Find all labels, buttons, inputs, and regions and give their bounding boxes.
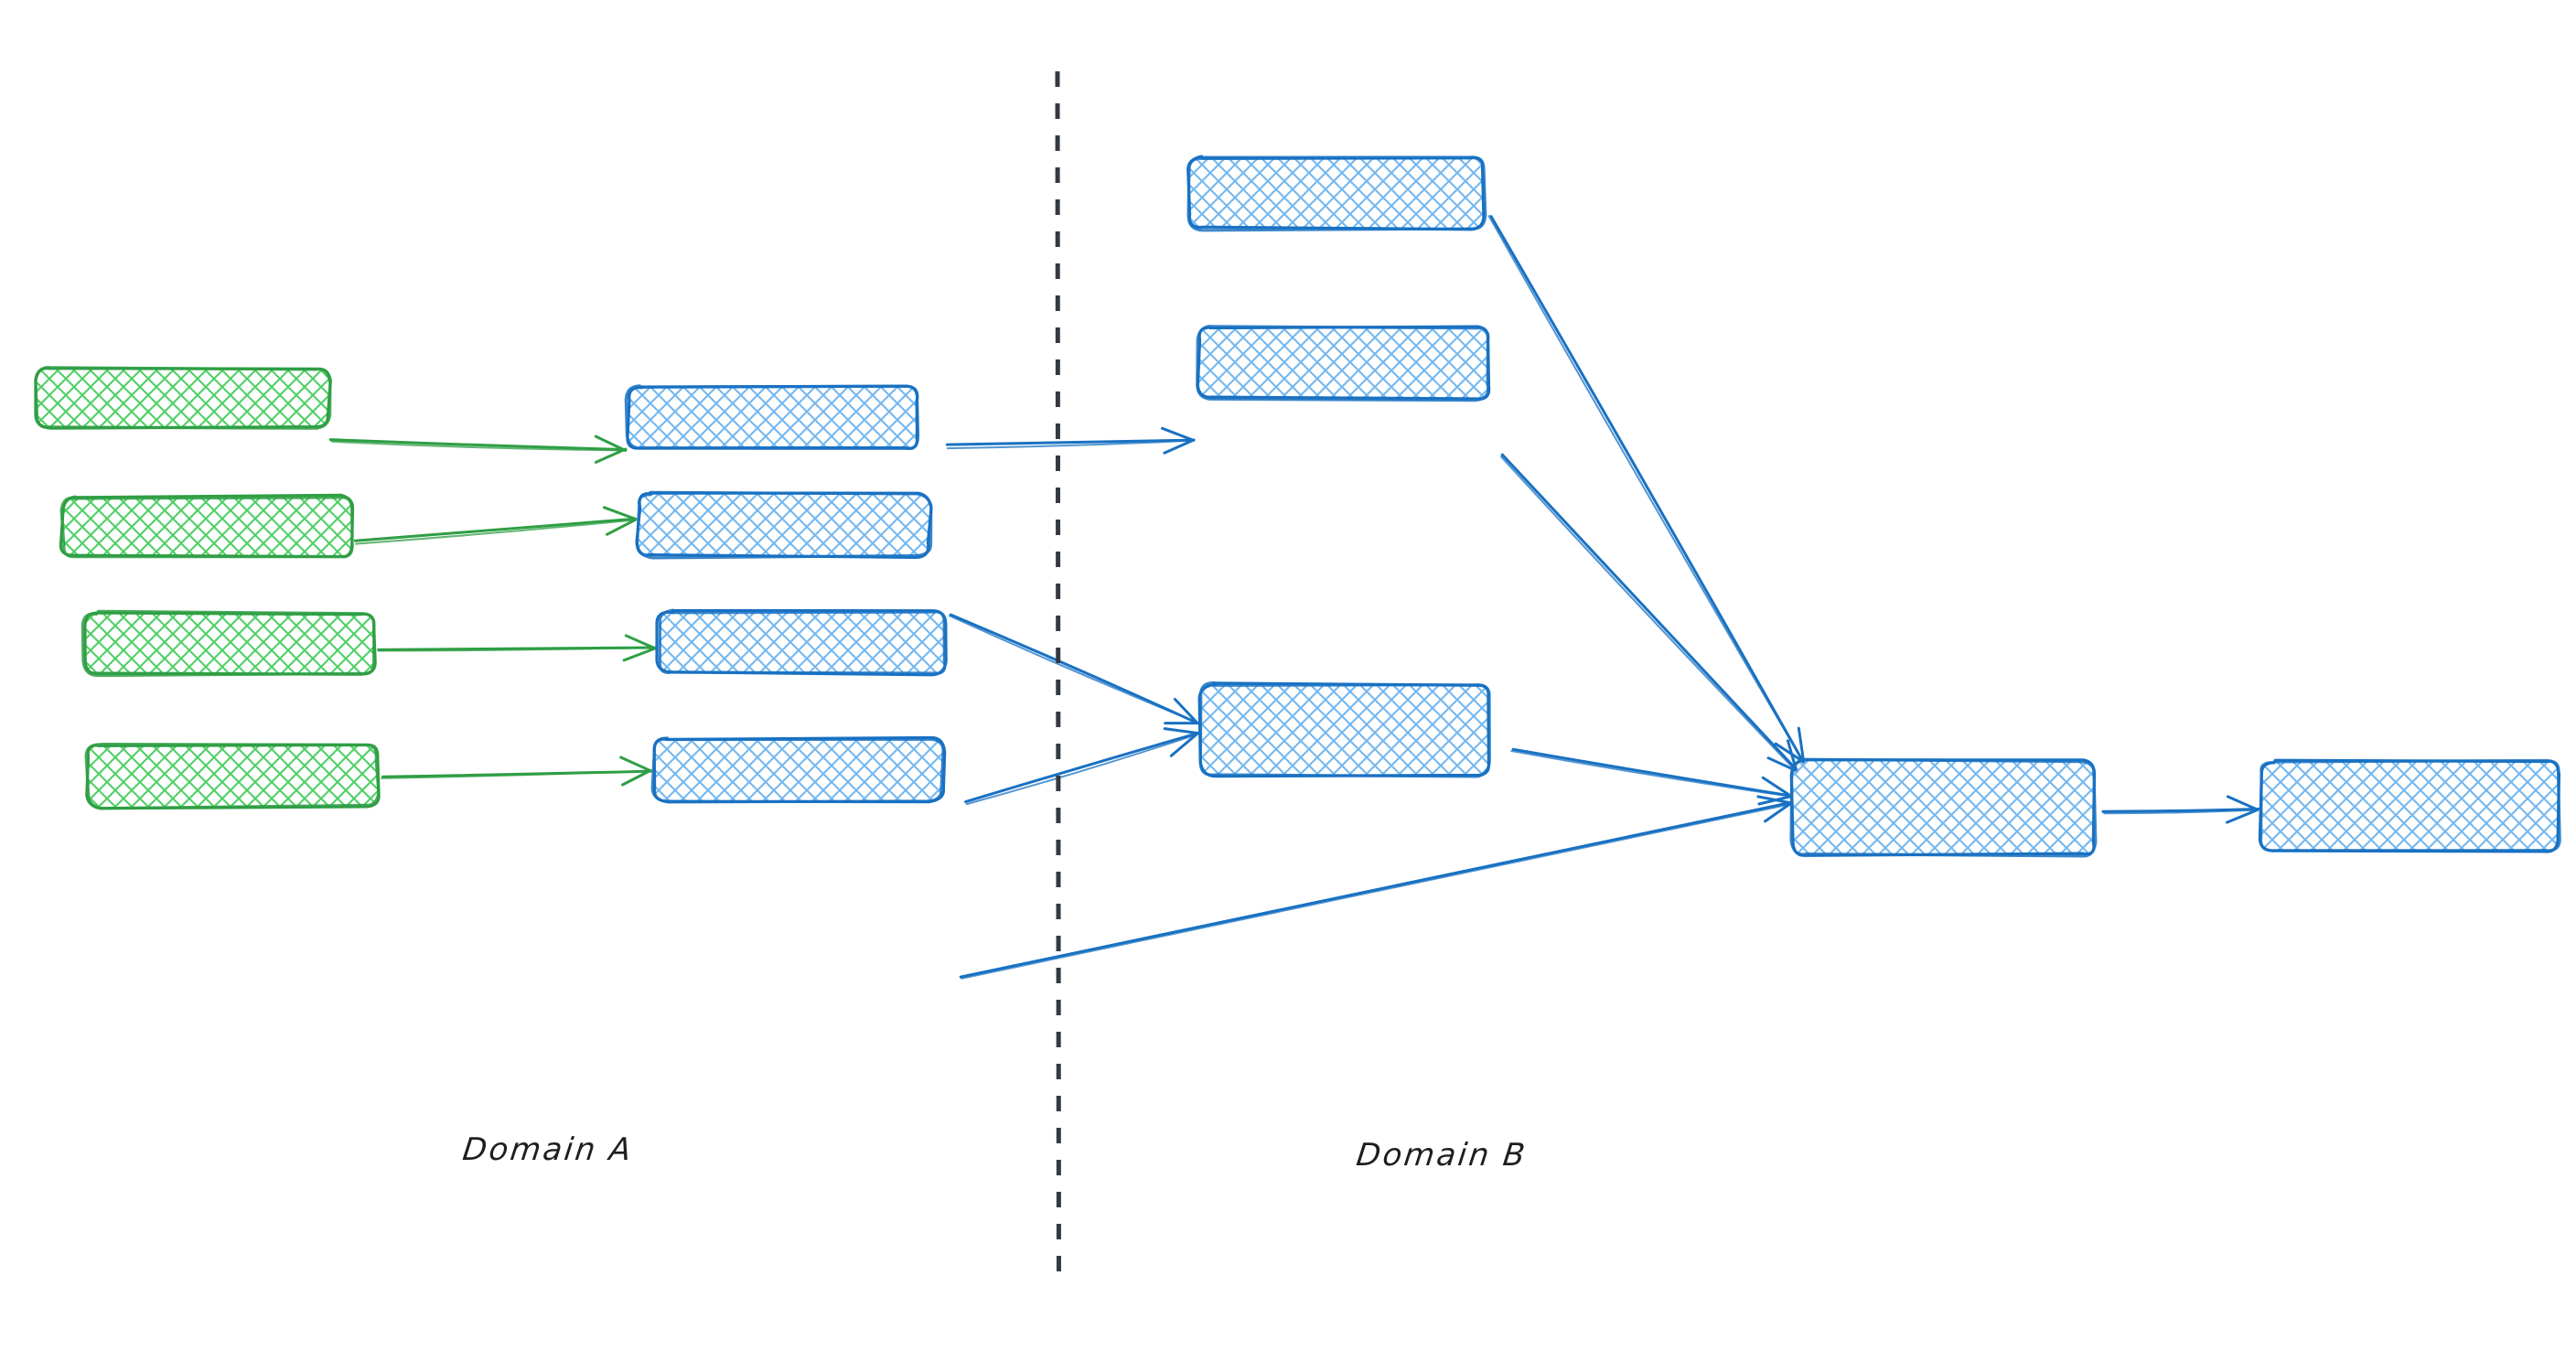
edge-arrowhead — [2225, 809, 2259, 824]
edge-a4-b4[interactable] — [380, 756, 653, 787]
edge-shaft — [946, 439, 1195, 450]
edge-arrowhead — [2226, 795, 2259, 811]
domain-b-label: Domain B — [1354, 1137, 1530, 1174]
edge-b3-c3[interactable] — [964, 727, 1200, 806]
edges-layer — [328, 215, 2260, 980]
edge-b1-c2[interactable] — [945, 426, 1196, 455]
edge-c2-d1[interactable] — [1500, 453, 1799, 774]
node-fill — [37, 368, 329, 428]
domain-divider-line — [1055, 70, 1061, 1281]
node-a2[interactable] — [59, 493, 355, 559]
edge-shaft — [1511, 747, 1793, 798]
edge-shaft — [961, 803, 1792, 980]
edge-arrowhead — [606, 518, 638, 536]
node-fill — [628, 387, 918, 449]
edge-arrowhead — [1161, 426, 1195, 442]
node-outline — [650, 737, 945, 804]
edge-arrowhead — [594, 447, 628, 464]
node-d1[interactable] — [1789, 757, 2098, 858]
edge-shaft — [1500, 453, 1799, 772]
edge-arrowhead — [1797, 726, 1806, 763]
edge-arrowhead — [1173, 697, 1198, 724]
edge-arrowhead — [1764, 801, 1794, 823]
edge-d1-e1[interactable] — [2101, 795, 2260, 824]
edge-shaft — [380, 769, 652, 779]
edge-arrowhead — [603, 506, 638, 521]
edge-shaft — [354, 519, 636, 545]
edge-a3-b3[interactable] — [377, 634, 657, 662]
edge-shaft — [2103, 809, 2259, 815]
node-outline — [1789, 757, 2098, 858]
node-fill — [639, 494, 929, 556]
edge-arrowhead — [1756, 795, 1794, 805]
edge-shaft — [945, 438, 1196, 446]
edge-shaft — [1489, 215, 1805, 764]
edge-a1-b1[interactable] — [328, 434, 628, 464]
edge-arrowhead — [622, 647, 657, 662]
node-fill — [87, 745, 378, 807]
node-fill — [84, 613, 375, 675]
node-c2[interactable] — [1196, 324, 1491, 402]
edge-b2-c3[interactable] — [948, 613, 1199, 725]
edge-shaft — [965, 733, 1198, 806]
domain-a-label: Domain A — [460, 1131, 636, 1168]
node-outline — [624, 384, 920, 451]
node-a3[interactable] — [80, 609, 377, 678]
edge-arrowhead — [619, 756, 653, 773]
node-fill — [2261, 761, 2559, 852]
edge-shaft — [964, 732, 1199, 804]
node-fill — [654, 738, 943, 800]
node-b3[interactable] — [655, 608, 948, 677]
node-fill — [62, 497, 353, 557]
edge-shaft — [353, 517, 638, 542]
edge-shaft — [959, 800, 1793, 979]
edge-arrowhead — [624, 634, 657, 650]
edge-c1-d1[interactable] — [1487, 215, 1806, 764]
node-b4[interactable] — [650, 735, 947, 804]
node-e1[interactable] — [2258, 758, 2561, 853]
node-outline — [84, 743, 381, 810]
edge-shaft — [377, 647, 656, 652]
node-outline — [1186, 155, 1487, 232]
node-outline — [80, 609, 376, 678]
edge-shaft — [1500, 456, 1798, 773]
edge-c3-d1[interactable] — [1510, 747, 1793, 806]
node-b1[interactable] — [624, 384, 920, 451]
edge-arrowhead — [1169, 732, 1199, 757]
node-outline — [658, 608, 947, 675]
node-fill — [659, 611, 946, 673]
edge-arrowhead — [1761, 776, 1793, 799]
edge-shaft — [328, 438, 628, 451]
edge-b4-d1[interactable] — [959, 795, 1794, 980]
edge-shaft — [2101, 807, 2260, 813]
divider-layer — [1055, 70, 1061, 1281]
edge-shaft — [1487, 215, 1805, 764]
node-outline — [34, 365, 332, 430]
edge-a2-b2[interactable] — [353, 506, 638, 545]
node-fill — [1198, 327, 1489, 399]
edge-arrowhead — [1163, 438, 1196, 455]
node-outline — [59, 496, 354, 559]
node-outline — [1196, 324, 1490, 402]
node-b2[interactable] — [635, 490, 933, 560]
node-outline — [2259, 758, 2561, 852]
edge-shaft — [948, 615, 1199, 724]
edge-arrowhead — [621, 768, 652, 787]
edge-arrowhead — [1163, 727, 1200, 735]
edge-shaft — [1510, 750, 1793, 798]
node-fill — [1189, 157, 1484, 229]
node-a1[interactable] — [34, 365, 332, 430]
edge-arrowhead — [594, 434, 628, 452]
node-c3[interactable] — [1197, 681, 1491, 778]
nodes-layer — [34, 155, 2561, 858]
node-outline — [1198, 681, 1491, 778]
node-fill — [1793, 761, 2095, 855]
edge-shaft — [330, 440, 628, 452]
node-c1[interactable] — [1186, 155, 1487, 232]
node-fill — [1201, 684, 1489, 776]
node-a4[interactable] — [84, 743, 381, 810]
node-outline — [635, 490, 933, 560]
edge-arrowhead — [1774, 742, 1805, 764]
